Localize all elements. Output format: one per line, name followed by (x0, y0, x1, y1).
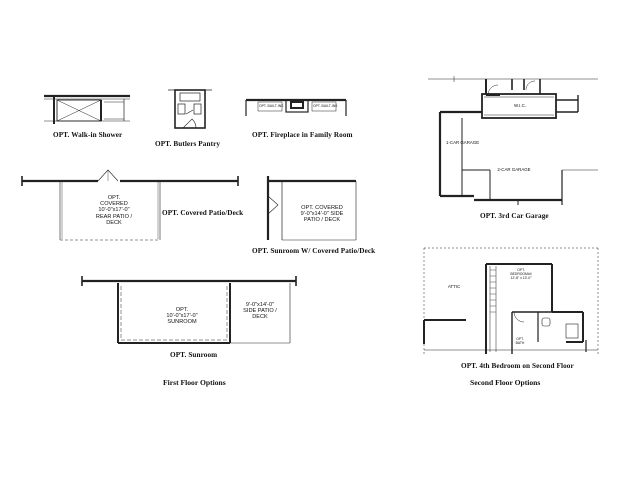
bedroom-label-line: BEDROOM#4 (510, 272, 532, 276)
side-patio-label-line: SIDE PATIO / (243, 308, 277, 315)
side-patio-label-line: 9'-0"x14'-0" (245, 302, 275, 308)
caption-covered-patio: OPT. Covered Patio/Deck (162, 209, 244, 217)
side-covered-patio-label-line: OPT. COVERED (301, 205, 343, 211)
covered-patio-label-line: COVERED (100, 201, 128, 208)
caption-fireplace: OPT. Fireplace in Family Room (252, 131, 353, 139)
side-patio-label: 9'-0"x14'-0" SIDE PATIO / DECK (232, 302, 288, 321)
sunroom-plan (81, 276, 297, 344)
side-patio-label-line: DECK (252, 314, 268, 321)
fourth-bedroom-plan (423, 247, 599, 354)
covered-patio-plan (21, 169, 239, 241)
caption-butlers-pantry: OPT. Butlers Pantry (155, 140, 221, 148)
attic-label: ATTIC (447, 284, 461, 289)
side-covered-patio-label: OPT. COVERED 9'-0"x14'-0" SIDE PATIO / D… (290, 205, 354, 224)
bath-label: OPT. BATH (513, 337, 527, 345)
covered-patio-label: OPT. COVERED 10'-0"x17'-0" REAR PATIO / … (84, 195, 144, 226)
first-floor-heading: First Floor Options (163, 378, 226, 387)
bedroom-label-line: OPT. (517, 268, 525, 272)
caption-sunroom-w-covered: OPT. Sunroom W/ Covered Patio/Deck (252, 247, 376, 255)
covered-patio-label-line: OPT. (107, 195, 121, 201)
sunroom-label-line: SUNROOM (167, 319, 197, 326)
two-car-garage-label: 2-CAR GARAGE (497, 167, 531, 172)
second-floor-heading: Second Floor Options (470, 378, 541, 387)
one-car-garage-label: 1-CAR GARAGE (446, 140, 480, 145)
bedroom-label-line: 12'-8" x 13'-0" (510, 276, 532, 280)
caption-walkin-shower: OPT. Walk-in Shower (53, 131, 123, 139)
bath-label-line: BATH (515, 341, 525, 345)
caption-fourth-bedroom: OPT. 4th Bedroom on Second Floor (461, 362, 574, 370)
caption-sunroom: OPT. Sunroom (170, 351, 218, 359)
covered-patio-label-line: REAR PATIO / (95, 213, 133, 220)
sunroom-covered-patio-plan (266, 176, 357, 241)
caption-third-car-garage: OPT. 3rd Car Garage (480, 212, 549, 220)
wic-label: W.I.C. (514, 103, 526, 108)
side-covered-patio-label-line: PATIO / DECK (303, 217, 341, 224)
covered-patio-label-line: 10'-0"x17'-0" (98, 207, 130, 214)
sunroom-label-line: 10'-0"x17'-0" (166, 313, 198, 320)
bath-label-line: OPT. (516, 337, 524, 341)
third-car-garage-plan (428, 76, 598, 205)
sunroom-label: OPT. 10'-0"x17'-0" SUNROOM (162, 307, 202, 326)
bedroom-label: OPT. BEDROOM#4 12'-8" x 13'-0" (503, 268, 539, 280)
fireplace-plan (245, 98, 347, 116)
butlers-pantry-plan (168, 89, 212, 129)
fireplace-label-left: OPT. BUILT-INS (259, 104, 284, 108)
fireplace-label-right: OPT. BUILT-INS (313, 104, 338, 108)
side-covered-patio-label-line: 9'-0"x14'-0" SIDE (300, 211, 344, 218)
sunroom-label-line: OPT. (175, 307, 189, 313)
walkin-shower-plan (44, 94, 130, 124)
covered-patio-label-line: DECK (106, 219, 122, 226)
